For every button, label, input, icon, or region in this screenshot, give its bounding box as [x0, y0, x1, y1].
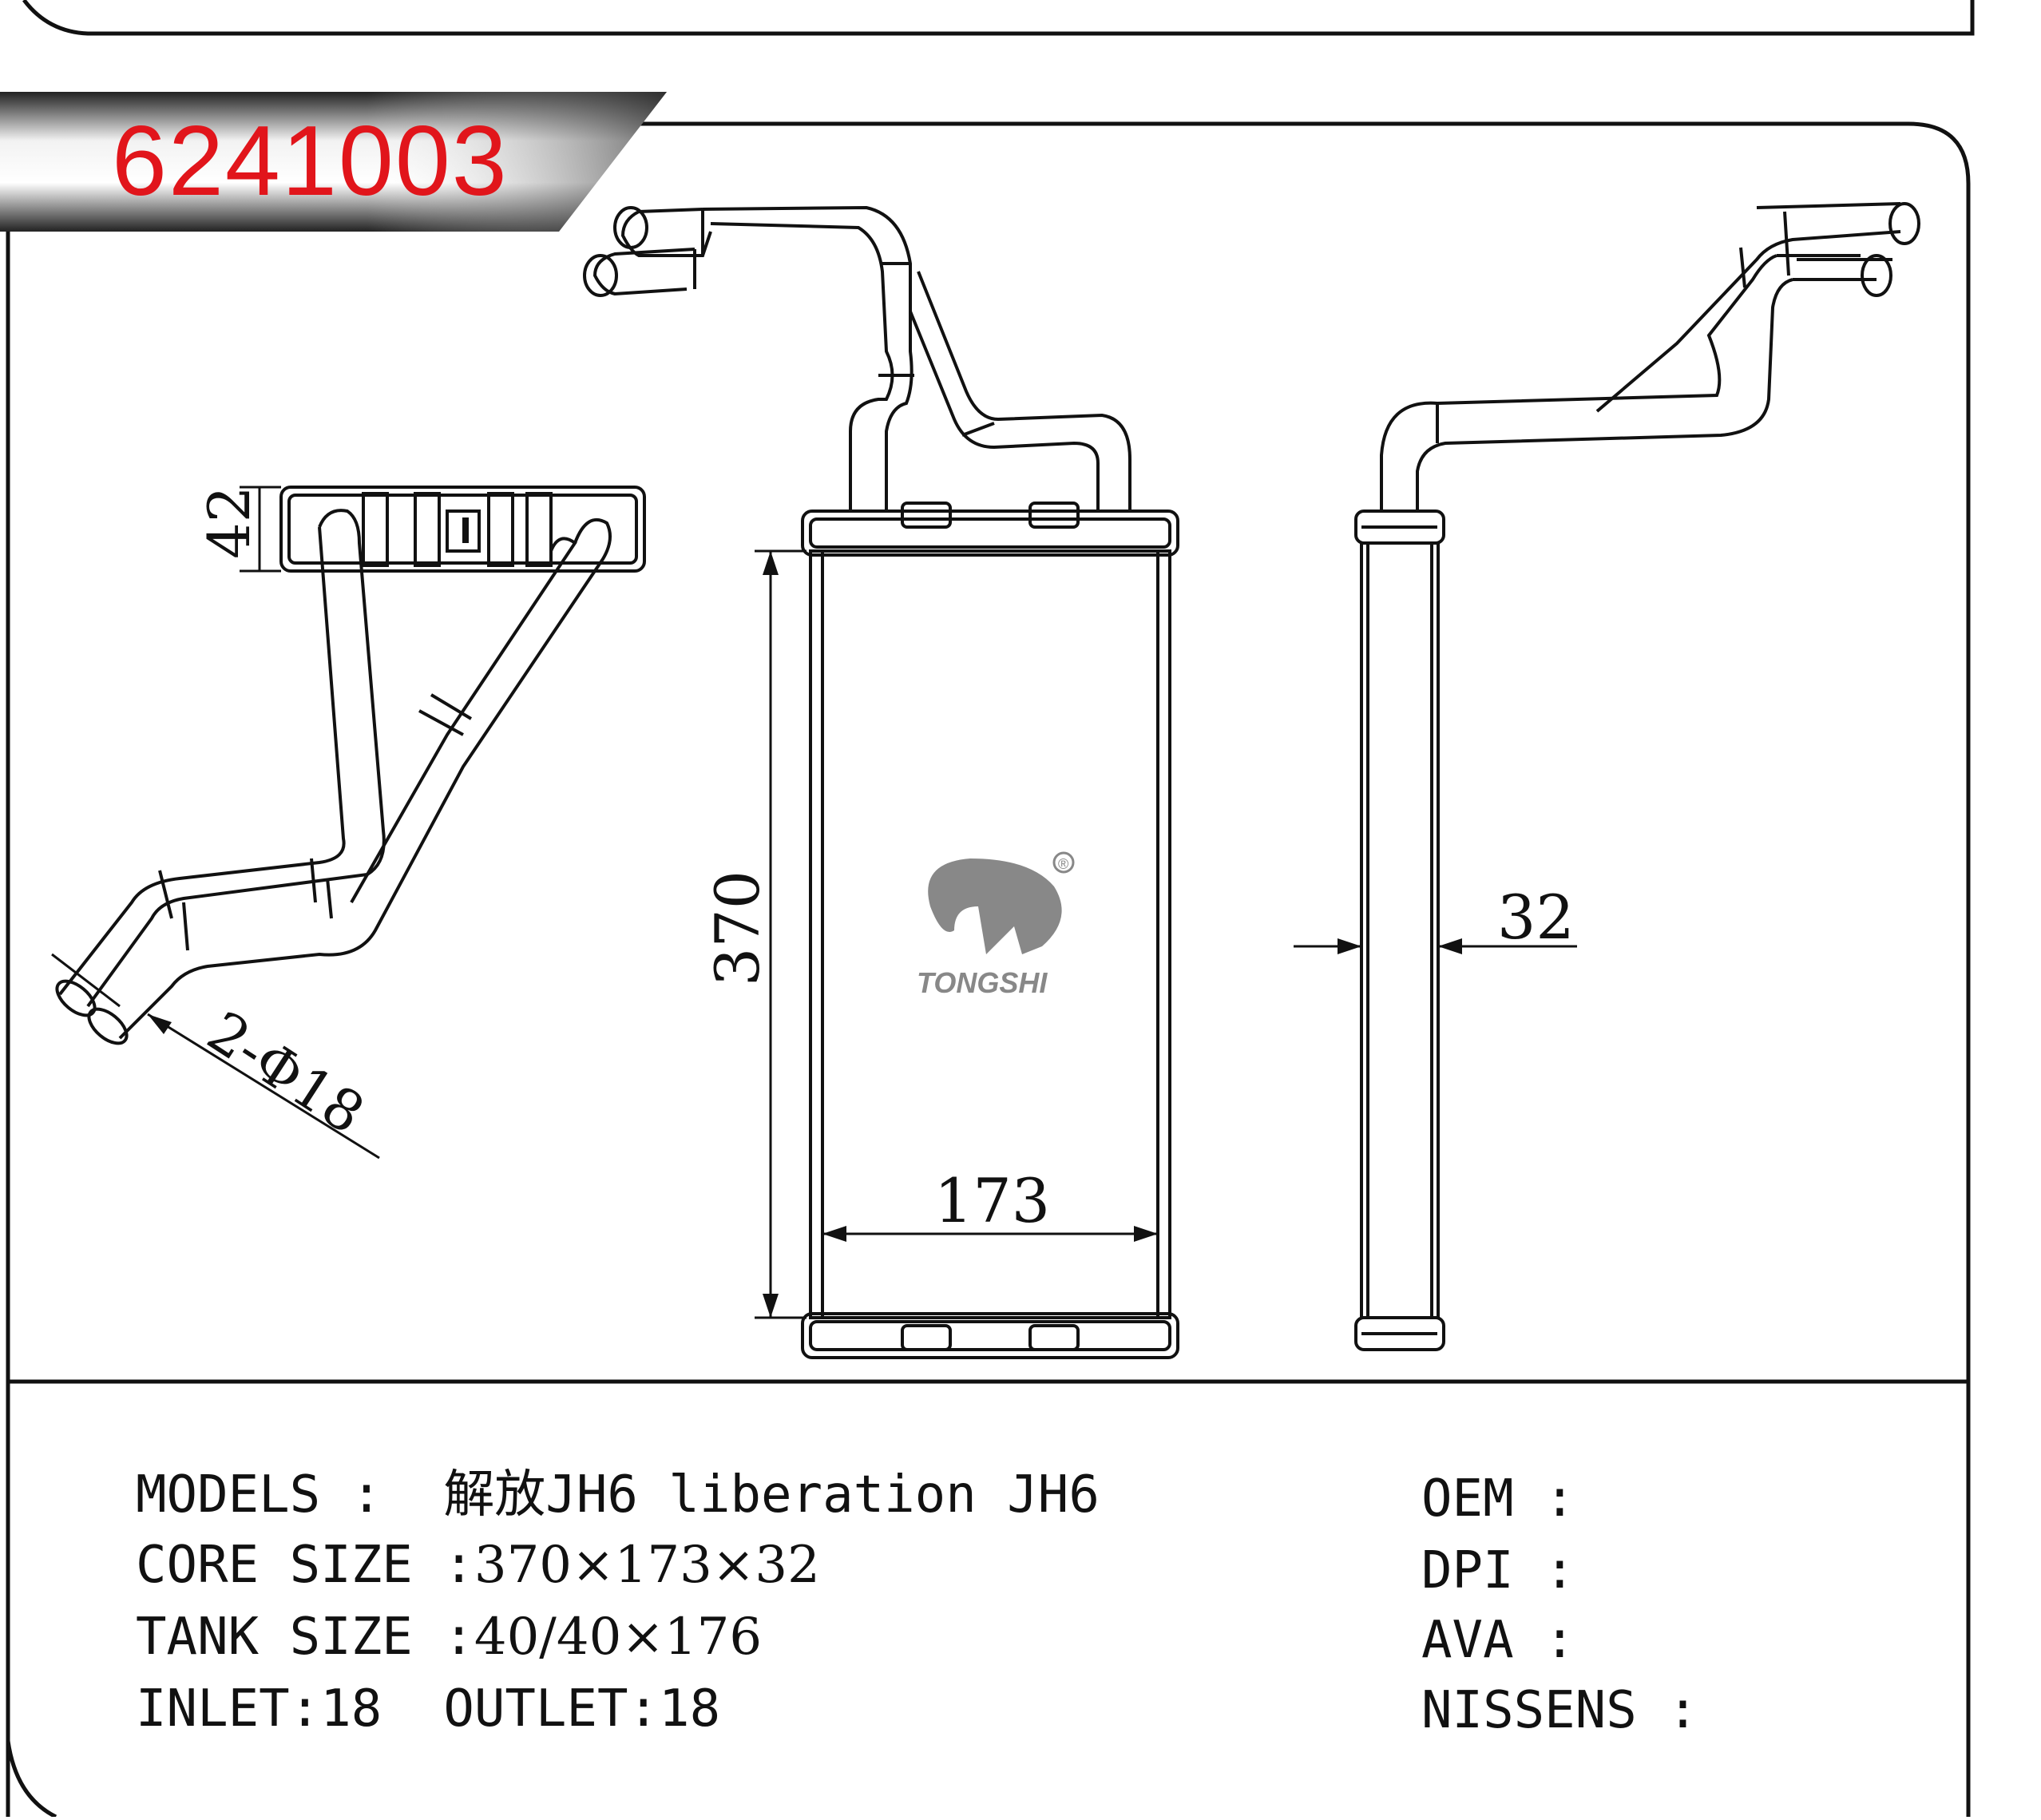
spec-nissens-label: NISSENS	[1421, 1681, 1637, 1740]
spec-tank-size-label: TANK SIZE :	[136, 1608, 474, 1667]
spec-outlet-label: OUTLET:18	[443, 1679, 721, 1739]
spec-inlet-label: INLET:18	[136, 1679, 382, 1739]
spec-models-value: 解放JH6 liberation JH6	[443, 1465, 1100, 1525]
spec-oem-label: OEM	[1421, 1469, 1514, 1529]
dim-tank-height	[240, 486, 281, 573]
dim-pipe-label: 2-Φ18	[196, 998, 376, 1147]
spec-models: MODELS : 解放JH6 liberation JH6	[136, 1469, 1100, 1521]
tongshi-logo-icon	[928, 851, 1075, 954]
dim-core-height	[755, 549, 806, 1319]
part-number: 6241003	[112, 106, 509, 216]
spec-ava-value: :	[1544, 1611, 1575, 1670]
spec-oem-value: :	[1544, 1469, 1575, 1529]
spec-oem: OEM :	[1421, 1473, 1575, 1525]
top-frame	[22, 0, 1975, 36]
dim-pipe-leader	[51, 953, 380, 1160]
top-view	[55, 486, 646, 1045]
registered-mark: ®	[1058, 856, 1068, 872]
brand-text: TONGSHI	[917, 966, 1048, 999]
dim-370-label: 370	[702, 870, 773, 986]
side-view	[1354, 202, 1920, 1351]
spec-tank-size: TANK SIZE :40/40×176	[136, 1612, 762, 1663]
spec-ava: AVA :	[1421, 1615, 1575, 1666]
spec-core-size: CORE SIZE :370×173×32	[136, 1540, 820, 1591]
spec-dpi: DPI :	[1421, 1545, 1575, 1596]
spec-dpi-label: DPI	[1421, 1541, 1514, 1600]
spec-nissens-value: :	[1667, 1681, 1698, 1740]
spec-core-size-label: CORE SIZE :	[136, 1536, 474, 1595]
dim-42-label: 42	[196, 486, 263, 559]
spec-ava-label: AVA	[1421, 1611, 1514, 1670]
main-frame	[6, 121, 1971, 1817]
spec-dpi-value: :	[1544, 1541, 1575, 1600]
spec-core-size-value: 370×173×32	[474, 1536, 820, 1595]
spec-tank-size-value: 40/40×176	[474, 1608, 763, 1667]
spec-nissens: NISSENS :	[1421, 1685, 1698, 1736]
dim-173-label: 173	[934, 1165, 1050, 1236]
spec-models-label: MODELS :	[136, 1465, 382, 1525]
front-view	[583, 205, 1179, 1359]
dim-32-label: 32	[1497, 882, 1575, 953]
spec-inlet-outlet: INLET:18 OUTLET:18	[136, 1683, 720, 1735]
